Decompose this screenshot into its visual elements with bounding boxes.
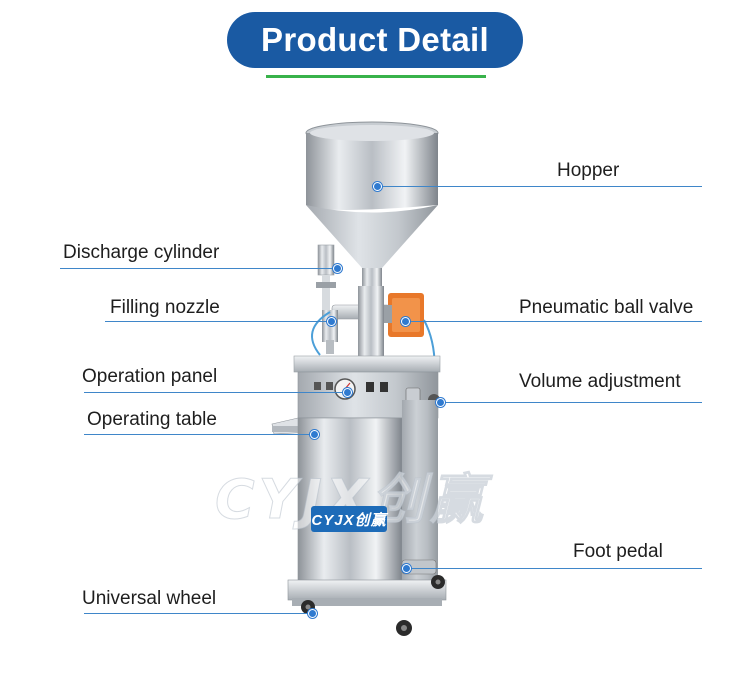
leader-volume-adjustment <box>440 402 702 403</box>
label-operation-panel: Operation panel <box>82 366 218 387</box>
label-discharge-cylinder: Discharge cylinder <box>63 242 220 263</box>
brand-badge: CYJX创赢 <box>311 506 387 532</box>
dot-volume-adjustment <box>436 398 445 407</box>
page-title: Product Detail <box>227 12 523 68</box>
dot-operation-panel <box>343 388 352 397</box>
label-volume-adjustment: Volume adjustment <box>519 371 681 392</box>
page-title-text: Product Detail <box>261 21 489 58</box>
dot-hopper <box>373 182 382 191</box>
label-universal-wheel: Universal wheel <box>82 588 217 609</box>
dot-foot-pedal <box>402 564 411 573</box>
leader-discharge-cylinder <box>60 268 335 269</box>
leader-pneumatic-ball-valve <box>405 321 702 322</box>
label-filling-nozzle: Filling nozzle <box>110 297 220 318</box>
label-operating-table: Operating table <box>87 409 217 430</box>
leader-universal-wheel <box>84 613 312 614</box>
label-pneumatic-ball-valve: Pneumatic ball valve <box>519 297 694 318</box>
dot-discharge-cylinder <box>333 264 342 273</box>
dot-operating-table <box>310 430 319 439</box>
dot-pneumatic-ball-valve <box>401 317 410 326</box>
title-underline <box>266 75 486 78</box>
discharge-cylinder-shape <box>316 244 336 310</box>
leader-operating-table <box>84 434 314 435</box>
leader-operation-panel <box>84 392 346 393</box>
label-foot-pedal: Foot pedal <box>573 541 663 562</box>
leader-hopper <box>377 186 702 187</box>
dot-filling-nozzle <box>327 317 336 326</box>
label-hopper: Hopper <box>557 160 620 181</box>
dot-universal-wheel <box>308 609 317 618</box>
hopper-shape <box>305 121 439 286</box>
cabinet-shape <box>297 400 438 591</box>
leader-foot-pedal <box>406 568 702 569</box>
pneumatic-valve-shape <box>384 293 424 337</box>
leader-filling-nozzle <box>105 321 330 322</box>
